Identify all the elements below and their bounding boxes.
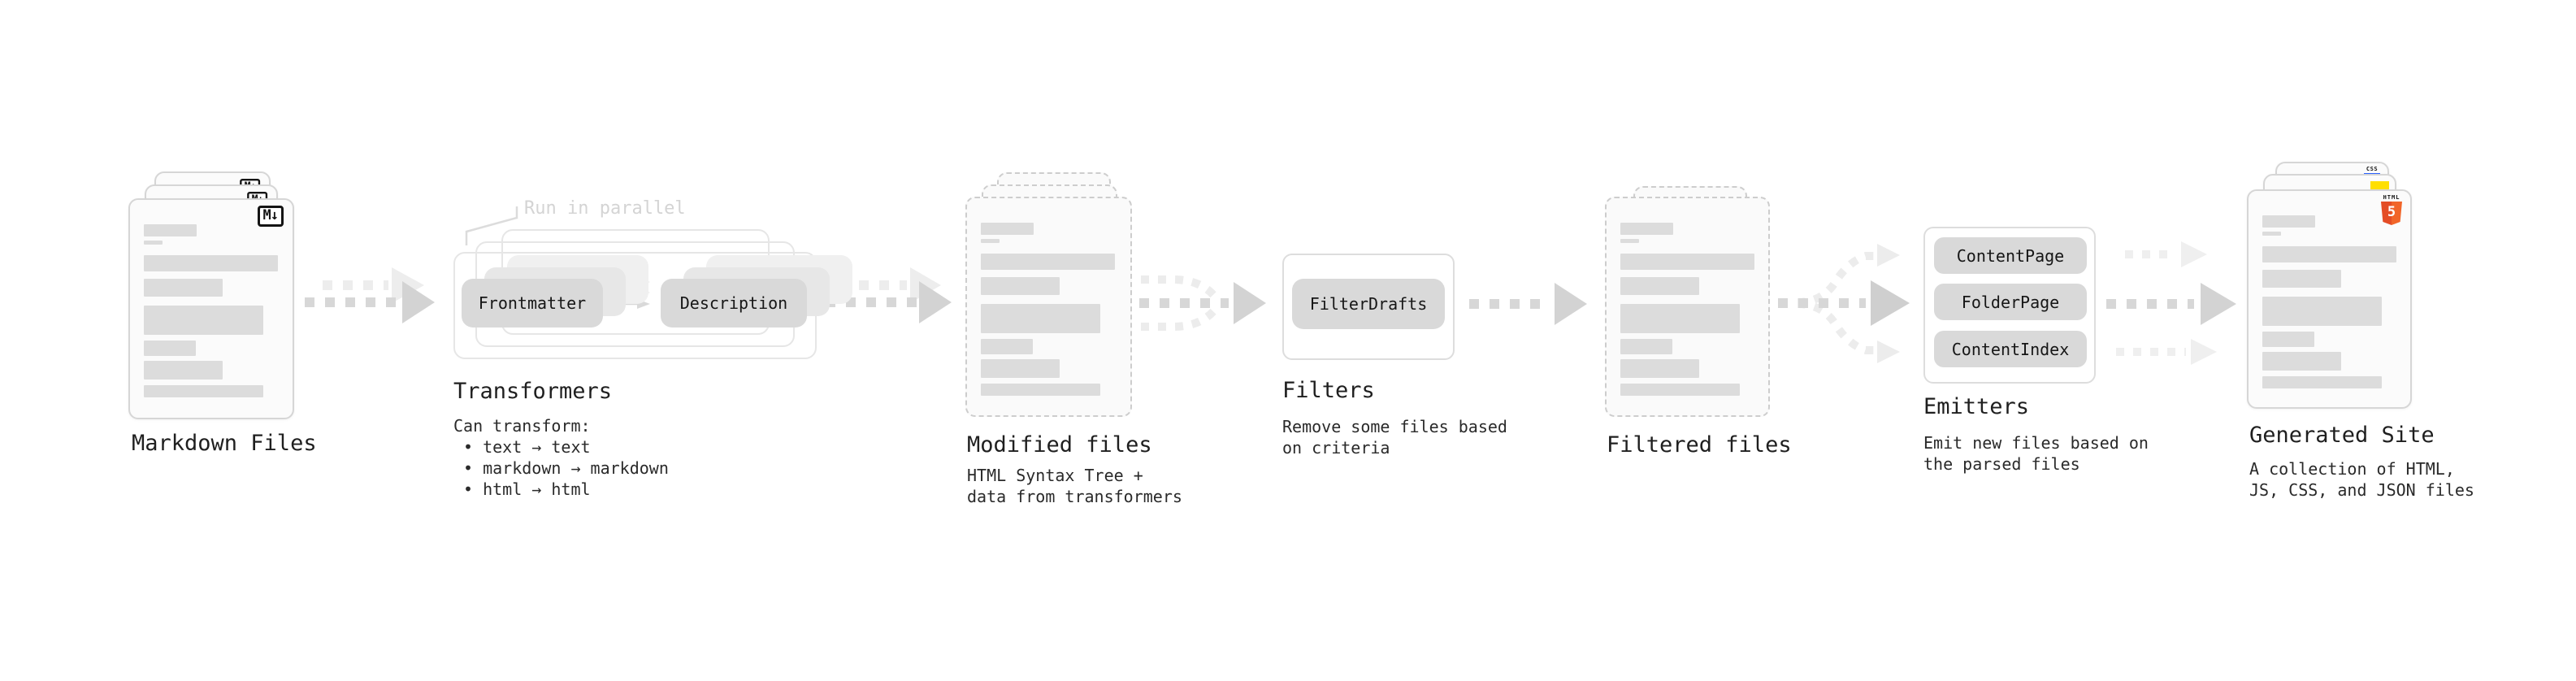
arrow-filtered-to-emitters (1778, 244, 1910, 363)
content-line-bar (1620, 223, 1673, 235)
html5-icon: HTML 5 (2381, 194, 2402, 225)
content-line-bar (1620, 277, 1699, 295)
modified-doc-front (965, 197, 1132, 417)
content-line-bar (1620, 304, 1740, 333)
transformers-desc-item: • text → text (463, 437, 591, 457)
markdown-doc-front: M↓ (128, 198, 294, 419)
content-line-bar (981, 339, 1033, 354)
folderpage-node: FolderPage (1934, 284, 2087, 320)
modified-files-desc: HTML Syntax Tree + (967, 466, 1143, 485)
markdown-icon: M↓ (257, 206, 284, 227)
content-line-bar (2262, 332, 2314, 347)
markdown-files-label: Markdown Files (132, 431, 317, 456)
transformers-label: Transformers (453, 379, 613, 404)
description-node: Description (661, 279, 807, 327)
generated-site-desc: A collection of HTML, (2249, 459, 2455, 479)
content-line-bar (1620, 254, 1754, 270)
generated-site-label: Generated Site (2249, 423, 2435, 448)
content-line-bar (144, 340, 196, 356)
content-line-bar (144, 224, 197, 236)
content-line-bar (981, 254, 1115, 270)
content-line-bar (1620, 359, 1699, 378)
content-line-bar (144, 361, 223, 380)
content-line-bar (981, 239, 1000, 243)
filterdrafts-node: FilterDrafts (1292, 279, 1445, 329)
content-line-bar (1620, 384, 1740, 396)
content-line-bar (2262, 352, 2341, 371)
content-line-bar (981, 359, 1060, 378)
generated-site-desc: JS, CSS, and JSON files (2249, 480, 2474, 500)
run-in-parallel-callout: Run in parallel (524, 198, 686, 219)
modified-files-desc: data from transformers (967, 487, 1182, 506)
content-line-bar (2262, 215, 2315, 228)
content-line-bar (2262, 270, 2341, 288)
arrow-filters-to-filtered (1469, 283, 1587, 325)
content-line-bar (2262, 246, 2396, 262)
content-line-bar (981, 384, 1100, 396)
modified-files-label: Modified files (967, 432, 1152, 458)
content-line-bar (1620, 239, 1639, 243)
transformers-desc-item: • html → html (463, 479, 591, 499)
filtered-doc-front (1605, 197, 1770, 417)
content-line-bar (2262, 297, 2382, 326)
transformers-desc-title: Can transform: (453, 416, 591, 436)
content-line-bar (144, 306, 263, 335)
content-line-bar (144, 385, 263, 397)
arrow-transformers-to-modified-ghost (839, 267, 941, 303)
contentpage-node: ContentPage (1934, 237, 2087, 274)
filters-desc: on criteria (1282, 438, 1390, 458)
contentindex-node: ContentIndex (1934, 331, 2087, 367)
content-line-bar (981, 304, 1100, 333)
arrow-emitters-to-site (2106, 241, 2236, 365)
arrow-modified-to-filters (1139, 275, 1266, 331)
emitters-desc: the parsed files (1923, 454, 2080, 474)
arrow-transformers-to-modified (826, 281, 952, 323)
filters-label: Filters (1282, 378, 1375, 403)
filters-desc: Remove some files based (1282, 417, 1507, 436)
site-doc-html: HTML 5 (2247, 189, 2412, 409)
run-in-parallel-leader-line (465, 206, 518, 245)
frontmatter-node: Frontmatter (462, 279, 603, 327)
transformers-desc-item: • markdown → markdown (463, 458, 669, 478)
arrow-markdown-to-transformers (305, 281, 435, 323)
content-line-bar (981, 277, 1060, 295)
content-line-bar (144, 279, 223, 297)
content-line-bar (2262, 232, 2281, 236)
content-line-bar (1620, 339, 1672, 354)
content-line-bar (981, 223, 1034, 235)
emitters-desc: Emit new files based on (1923, 433, 2149, 453)
content-line-bar (144, 241, 163, 245)
content-line-bar (2262, 376, 2382, 388)
emitters-label: Emitters (1923, 394, 2030, 419)
filtered-files-label: Filtered files (1607, 432, 1792, 458)
content-line-bar (144, 255, 278, 271)
